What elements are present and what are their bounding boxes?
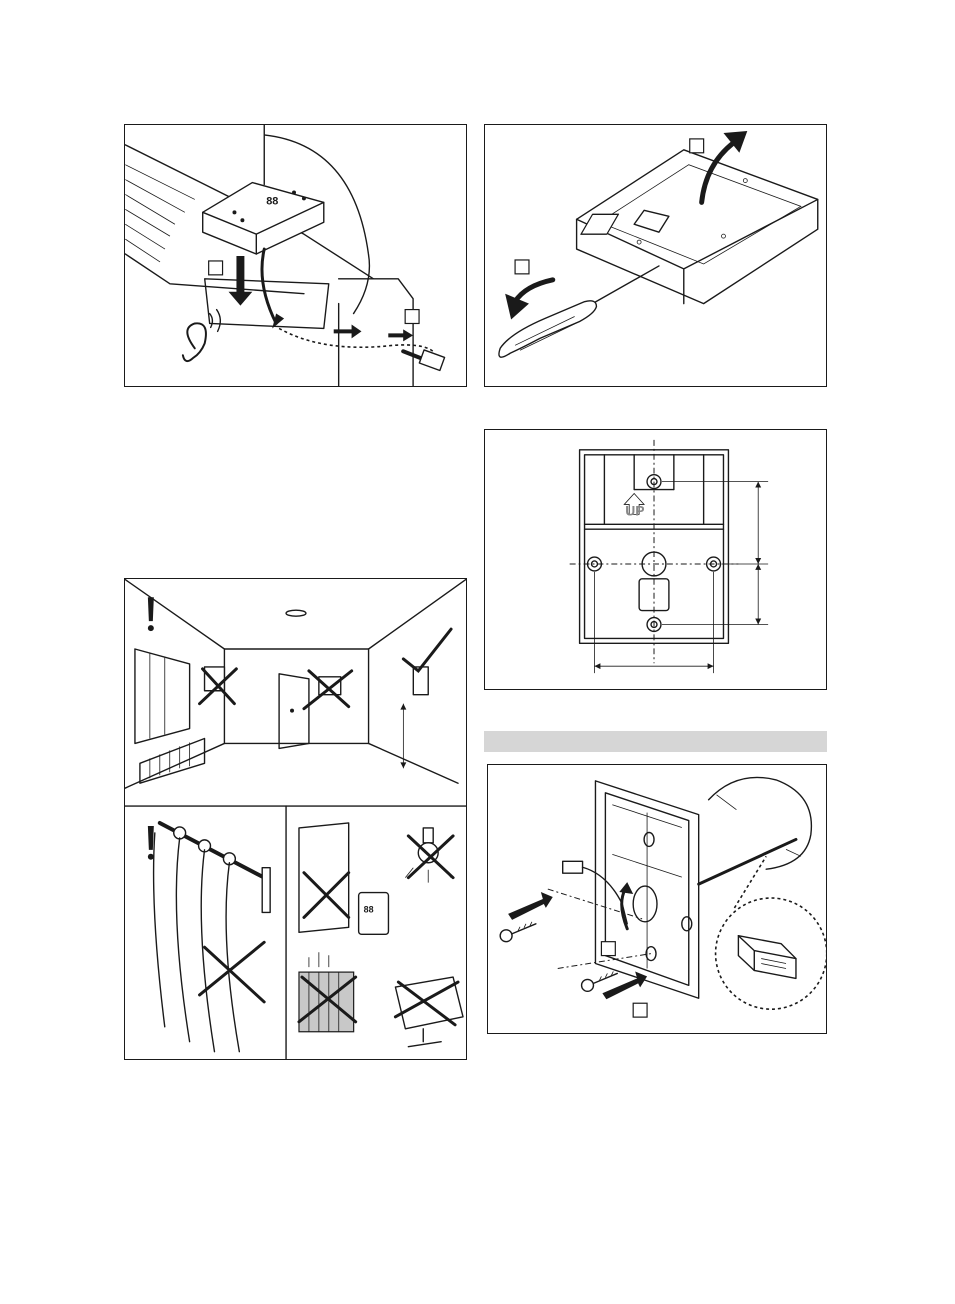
svg-text:88: 88 [364, 904, 374, 914]
mounting-plate-drawing: UP [485, 430, 826, 689]
curtain-icon [154, 823, 271, 1052]
step-box [209, 261, 223, 275]
ear-icon [183, 310, 220, 361]
figure-open-housing [484, 124, 827, 387]
open-housing-illustration [485, 125, 826, 386]
figure-remove-controller: 88 [124, 124, 467, 387]
remove-controller-illustration: 88 [125, 125, 466, 386]
checkmark-icon [403, 629, 451, 671]
step-box [633, 1003, 647, 1017]
section-heading-band [484, 731, 827, 752]
figure-mounting-plate-dimensions: UP [484, 429, 827, 690]
wall-mounting-illustration [488, 765, 826, 1033]
step-box [515, 260, 529, 274]
figure-installation-location: 88 [124, 578, 467, 1060]
screwdriver-icon [499, 266, 659, 357]
screw-icon [500, 922, 536, 942]
wall-box-detail [738, 936, 796, 979]
cable-connector-icon [403, 350, 444, 371]
step-box [405, 310, 419, 324]
installation-location-illustration: 88 [125, 579, 466, 1059]
svg-text:88: 88 [266, 195, 278, 207]
arrow-right-icon [334, 324, 362, 338]
up-marking: UP [625, 502, 644, 518]
figure-wall-mounting [487, 764, 827, 1034]
step-box [601, 942, 615, 956]
radiator-icon [299, 952, 354, 1032]
window-icon [135, 649, 190, 743]
step-box [690, 139, 704, 153]
warning-exclamation-icon [148, 597, 154, 631]
screw-icon [582, 971, 618, 991]
